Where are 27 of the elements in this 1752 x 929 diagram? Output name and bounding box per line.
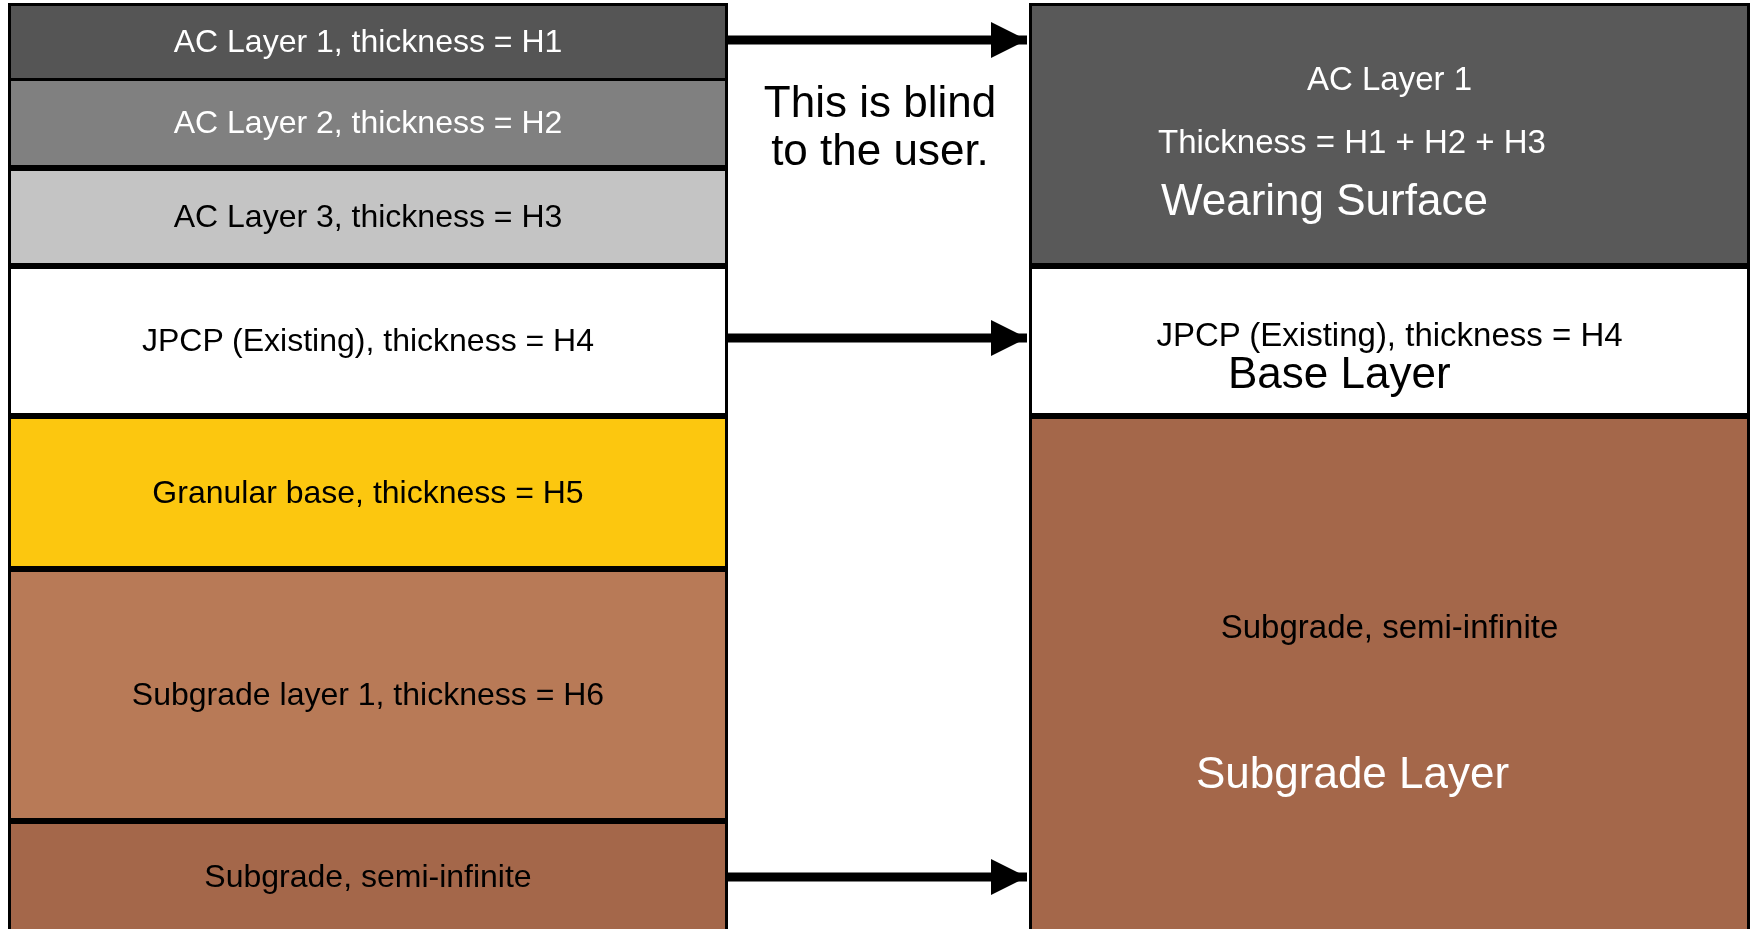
pavement-layer [8,168,728,266]
layer-label: Subgrade, semi-infinite [1220,609,1559,646]
layer-role-label: Subgrade Layer [1196,749,1510,798]
layer-label: AC Layer 1 [1306,61,1473,98]
layer-label: AC Layer 2, thickness = H2 [173,105,563,141]
layer-label: Subgrade, semi-infinite [204,858,532,895]
layer-label: Subgrade layer 1, thickness = H6 [131,677,605,713]
arrow [728,859,1027,895]
thickness-label: Thickness = H1 + H2 + H3 [1158,124,1546,161]
pavement-layer [1029,416,1750,929]
arrow [728,320,1027,356]
layer-role-label: Wearing Surface [1161,176,1488,225]
pavement-layer [8,3,728,81]
arrow [728,22,1027,58]
pavement-layer [8,266,728,416]
layer-label: JPCP (Existing), thickness = H4 [1156,317,1623,354]
pavement-layer [8,821,728,929]
layer-label: Granular base, thickness = H5 [152,474,584,511]
layer-label: AC Layer 1, thickness = H1 [173,24,563,60]
layer-label: AC Layer 3, thickness = H3 [173,199,563,235]
pavement-layer [8,416,728,569]
pavement-layer [8,569,728,821]
pavement-layer [1029,266,1750,416]
layer-label: JPCP (Existing), thickness = H4 [142,323,594,359]
pavement-layer [1029,3,1750,266]
pavement-layer [8,78,728,168]
note: This is blind to the user. [762,78,998,175]
